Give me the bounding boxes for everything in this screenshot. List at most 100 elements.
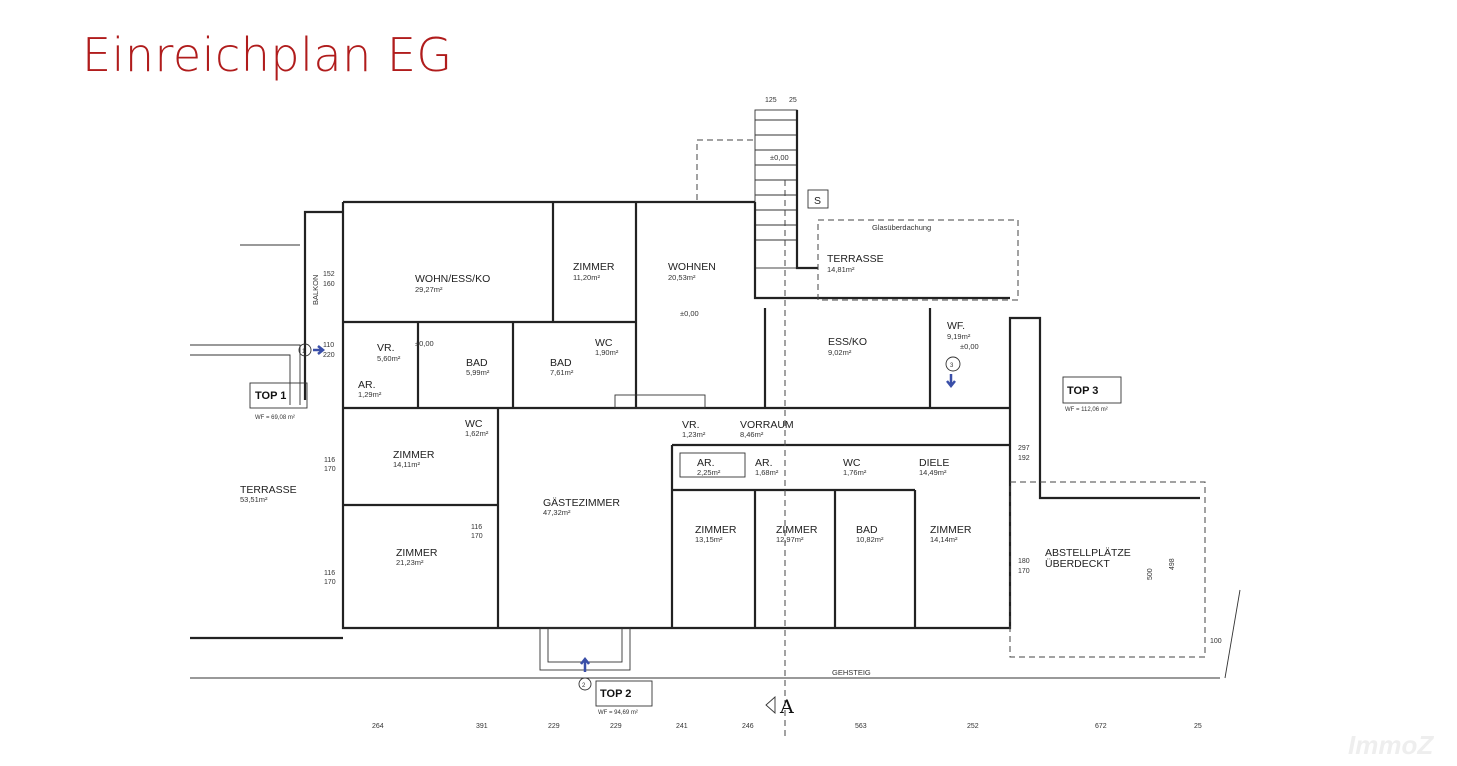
room-name: BAD [856,524,878,536]
svg-text:152: 152 [323,271,335,278]
svg-text:WF = 94,69 m²: WF = 94,69 m² [598,710,638,716]
room-area: 5,60m² [377,354,401,363]
room-area: 20,53m² [668,273,696,282]
svg-text:WF = 112,06 m²: WF = 112,06 m² [1065,407,1108,413]
svg-text:TOP 1: TOP 1 [255,390,286,402]
room-area: 1,68m² [755,468,779,477]
svg-text:500: 500 [1147,568,1154,580]
walls [190,110,1241,740]
svg-text:170: 170 [324,579,336,586]
room-area: 2,25m² [697,468,721,477]
room-name: BAD [466,357,488,369]
room-name: ZIMMER [393,449,435,461]
room-name: VR. [377,342,395,354]
page-title: Einreichplan EG [82,28,453,82]
section-label: A [779,696,794,718]
room-area: 1,23m² [682,430,706,439]
room-name: TERRASSE [240,484,297,496]
unit-top-2: TOP 2 WF = 94,69 m² 2 [578,656,653,716]
svg-text:229: 229 [548,723,560,730]
svg-text:297: 297 [1018,445,1030,452]
room-name: WOHN/ESS/KO [415,273,490,285]
svg-text:WF = 69,08 m²: WF = 69,08 m² [255,415,295,421]
level-label: ±0,00 [770,153,789,162]
room-name: AR. [755,457,773,469]
room-area: 8,46m² [740,430,764,439]
svg-text:TOP 3: TOP 3 [1067,385,1098,397]
svg-text:160: 160 [323,281,335,288]
room-name: ZIMMER [930,524,972,536]
room-name: WF. [947,320,965,332]
room-area: 14,11m² [393,460,420,469]
room-area: 1,29m² [358,390,382,399]
svg-text:2: 2 [582,683,586,689]
svg-text:241: 241 [676,723,688,730]
unit-top-3: TOP 3 WF = 112,06 m² 3 [945,356,1122,413]
glas-label: Glasüberdachung [872,223,931,232]
svg-text:563: 563 [855,723,867,730]
entry-arrow-icon [580,656,590,672]
room-name: BAD [550,357,572,369]
svg-text:110: 110 [323,342,334,349]
unit-top-1: TOP 1 WF = 69,08 m² 1 [249,343,326,421]
room-area: 5,99m² [466,368,490,377]
room-name: ZIMMER [396,547,438,559]
svg-text:180: 180 [1018,558,1030,565]
abstell-label: ABSTELLPLÄTZE [1045,547,1131,559]
level-label: ±0,00 [415,339,434,348]
room-area: 29,27m² [415,285,443,294]
room-name: VORRAUM [740,419,794,431]
dimensions: 500 498 100 297 192 180 170 152 160 110 … [323,97,1222,730]
room-area: 7,61m² [550,368,574,377]
svg-text:170: 170 [471,533,483,540]
svg-text:246: 246 [742,723,754,730]
room-name: WC [595,337,613,349]
svg-text:125: 125 [765,97,777,104]
watermark-logo: ImmoZ [1348,730,1434,760]
svg-text:220: 220 [323,352,335,359]
room-name: ZIMMER [695,524,737,536]
room-name: DIELE [919,457,949,469]
section-marker-icon [765,695,776,715]
room-area: 14,81m² [827,265,855,274]
svg-text:116: 116 [324,570,335,577]
svg-text:100: 100 [1210,638,1222,645]
room-area: 9,19m² [947,332,971,341]
room-area: 10,82m² [856,535,884,544]
room-name: ZIMMER [573,261,615,273]
entry-arrow-icon [946,374,956,389]
abstell-label-2: ÜBERDECKT [1045,558,1110,570]
svg-text:3: 3 [950,363,954,369]
room-area: 11,20m² [573,273,600,282]
stair-north [696,109,798,269]
entry-marker [298,343,312,357]
svg-text:252: 252 [967,723,979,730]
room-name: ZIMMER [776,524,818,536]
room-name: WC [843,457,861,469]
gehsteig-label: GEHSTEIG [832,668,871,677]
room-area: 47,32m² [543,508,571,517]
svg-text:229: 229 [610,723,622,730]
svg-text:116: 116 [324,457,335,464]
room-name: ESS/KO [828,336,867,348]
svg-text:25: 25 [789,97,797,104]
svg-text:25: 25 [1194,723,1202,730]
s-label: S [814,195,821,207]
room-area: 13,15m² [695,535,723,544]
svg-text:170: 170 [1018,568,1030,575]
room-area: 1,76m² [843,468,867,477]
room-name: WOHNEN [668,261,716,273]
entry-marker [945,356,961,372]
svg-text:116: 116 [471,524,482,531]
level-label: ±0,00 [680,309,699,318]
svg-text:192: 192 [1018,455,1030,462]
svg-text:TOP 2: TOP 2 [600,688,631,700]
room-area: 53,51m² [240,495,268,504]
svg-text:498: 498 [1169,558,1176,570]
room-area: 12,97m² [776,535,804,544]
room-name: VR. [682,419,700,431]
room-area: 21,23m² [396,558,424,567]
room-name: GÄSTEZIMMER [543,497,620,509]
